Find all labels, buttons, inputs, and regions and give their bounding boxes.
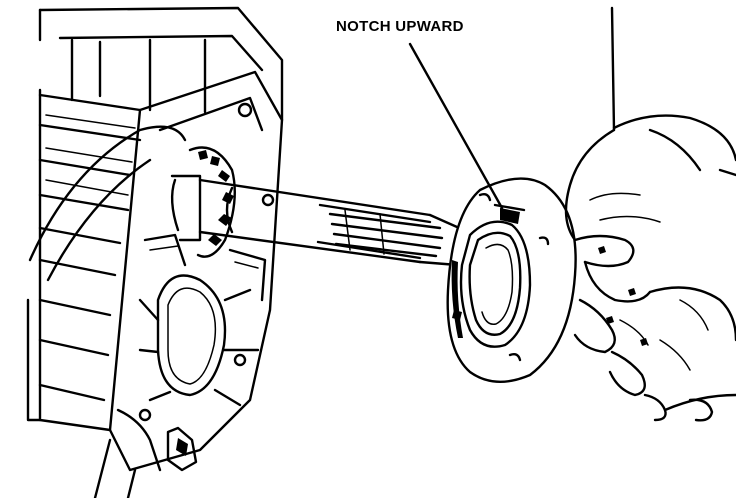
callout-label: NOTCH UPWARD: [336, 18, 464, 35]
input-shaft: [170, 146, 483, 270]
bearing-retainer-seal: [446, 177, 577, 384]
transmission-case: [26, 6, 284, 500]
hand-icon: [564, 6, 736, 422]
callout-leader-line: [408, 42, 504, 210]
